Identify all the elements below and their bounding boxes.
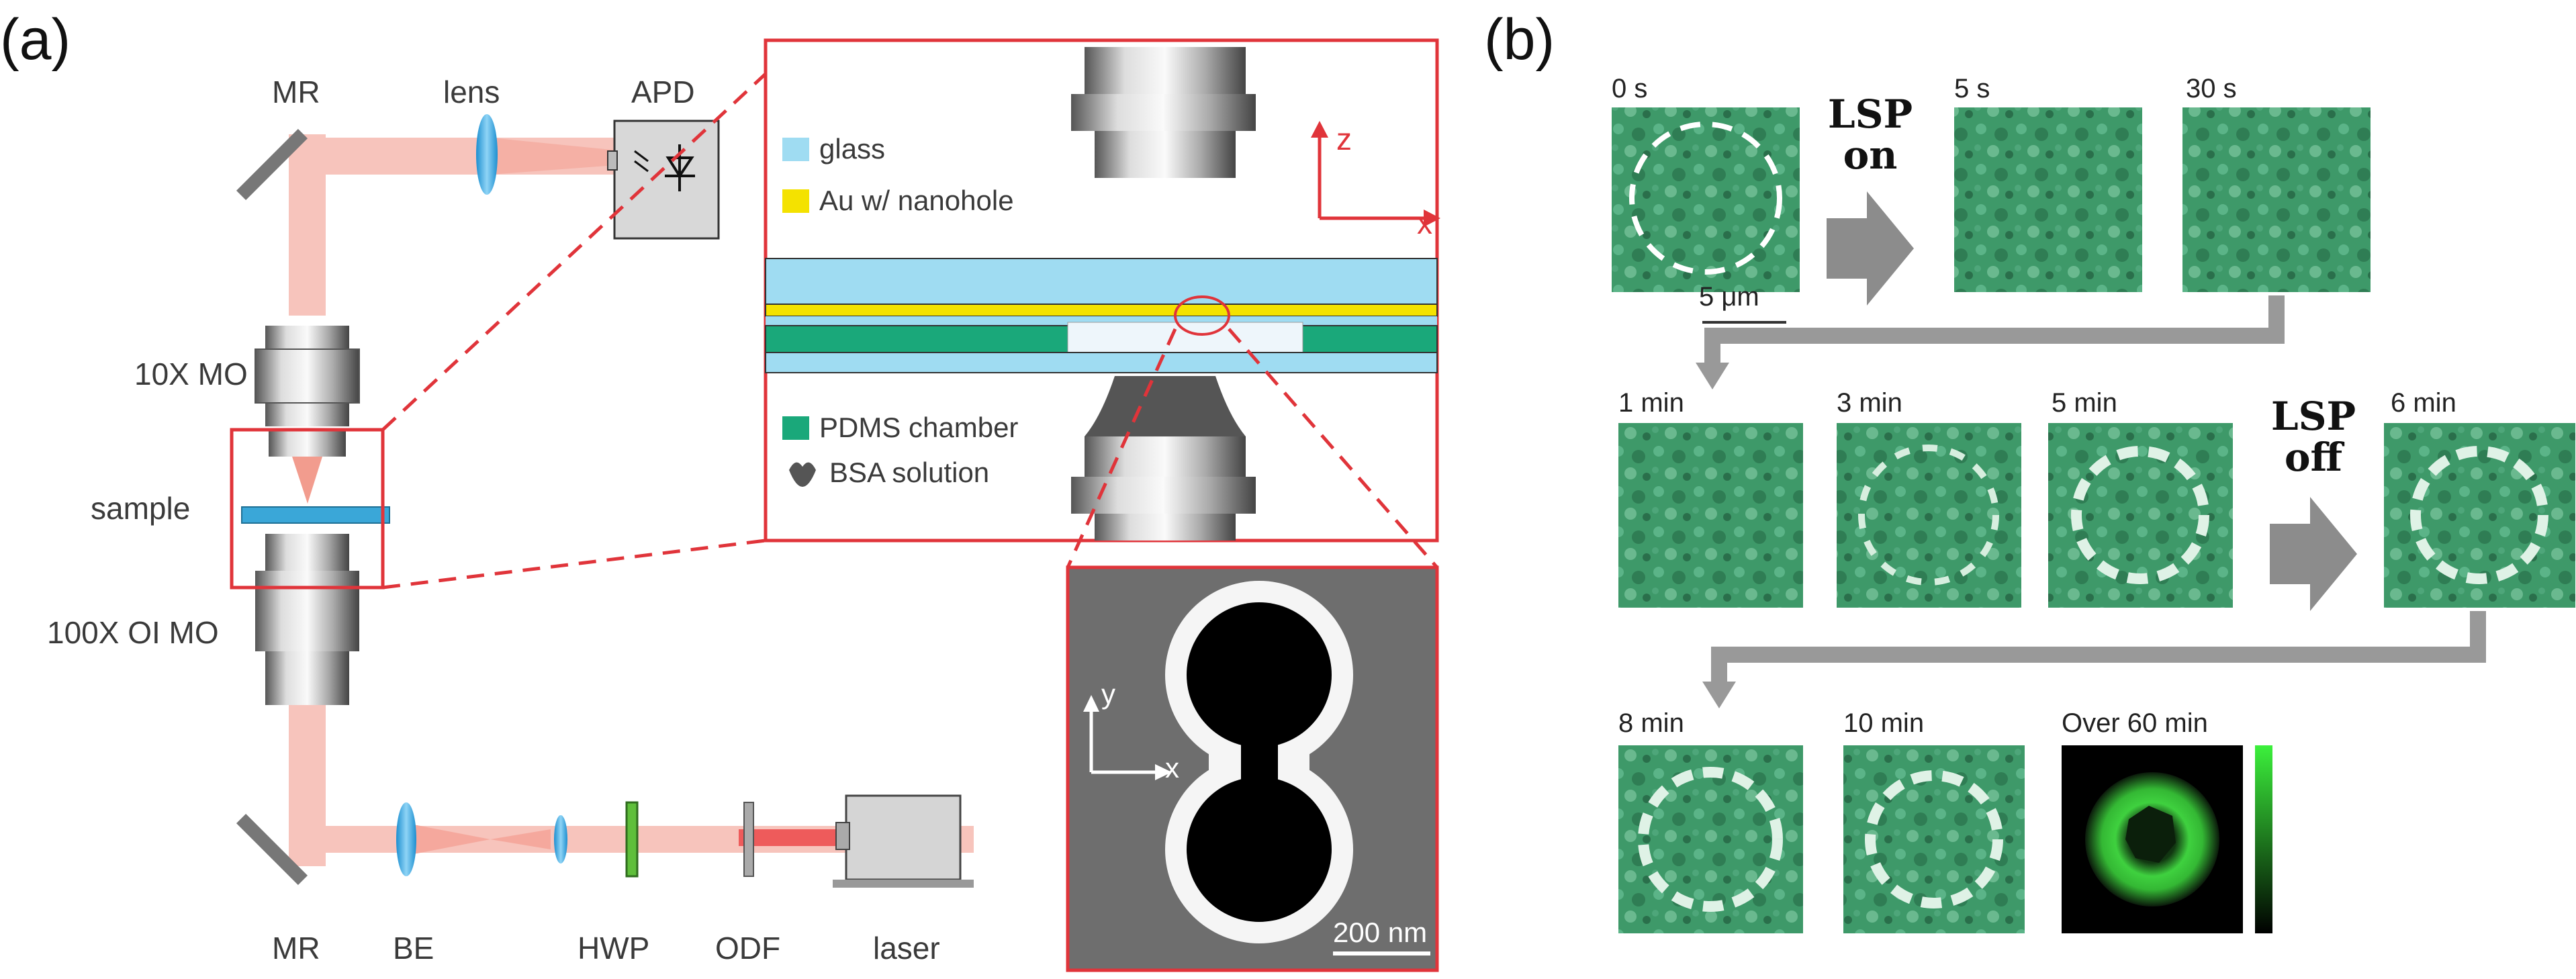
lsp-off-label: LSP off <box>2256 396 2371 478</box>
sem-scale-label: 200 nm <box>1333 917 1428 948</box>
frame-label-5min: 5 min <box>2052 388 2117 418</box>
lsp-off-line1: LSP <box>2270 393 2356 439</box>
lsp-on-line2: on <box>1843 132 1898 178</box>
axis-x-label: x <box>1417 205 1432 240</box>
sem-axis-y: y <box>1101 678 1115 710</box>
frame-label-0s: 0 s <box>1612 74 1648 103</box>
panel-a-letter: (a) <box>0 7 71 72</box>
frame-label-1min: 1 min <box>1618 388 1684 418</box>
odf-label: ODF <box>715 931 781 966</box>
frame-label-5s: 5 s <box>1954 74 1990 103</box>
frame-5s <box>1954 107 2142 292</box>
laser-label: laser <box>873 931 940 966</box>
mo10-label: 10X MO <box>134 357 248 391</box>
frame-label-3min: 3 min <box>1837 388 1902 418</box>
scale-bar-label: 5 μm <box>1699 282 1759 312</box>
apd-label: APD <box>631 75 695 109</box>
mo100-label: 100X OI MO <box>47 615 219 650</box>
lsp-off-line2: off <box>2284 434 2343 480</box>
frame-0s <box>1612 107 1800 292</box>
lens-label: lens <box>443 75 500 109</box>
be-label: BE <box>393 931 434 966</box>
frame-label-6min: 6 min <box>2391 388 2456 418</box>
frame-30s <box>2182 107 2371 292</box>
mr-bottom-label: MR <box>272 931 320 966</box>
legend-bsa: BSA solution <box>829 457 990 488</box>
hwp-label: HWP <box>578 931 650 966</box>
frame-label-60min: Over 60 min <box>2062 708 2208 738</box>
legend-glass: glass <box>819 133 886 165</box>
frame-label-8min: 8 min <box>1618 708 1684 738</box>
mr-top-label: MR <box>272 75 320 109</box>
frame-label-30s: 30 s <box>2186 74 2237 103</box>
lsp-on-line1: LSP <box>1827 91 1913 137</box>
legend-au: Au w/ nanohole <box>819 185 1014 216</box>
frame-label-10min: 10 min <box>1843 708 1925 738</box>
sample-label: sample <box>91 491 191 526</box>
sem-axis-x: x <box>1165 752 1179 784</box>
lsp-on-label: LSP on <box>1813 94 1927 176</box>
panel-b-letter: (b) <box>1484 7 1555 72</box>
axis-z-label: z <box>1336 122 1352 156</box>
legend-pdms: PDMS chamber <box>819 412 1019 443</box>
